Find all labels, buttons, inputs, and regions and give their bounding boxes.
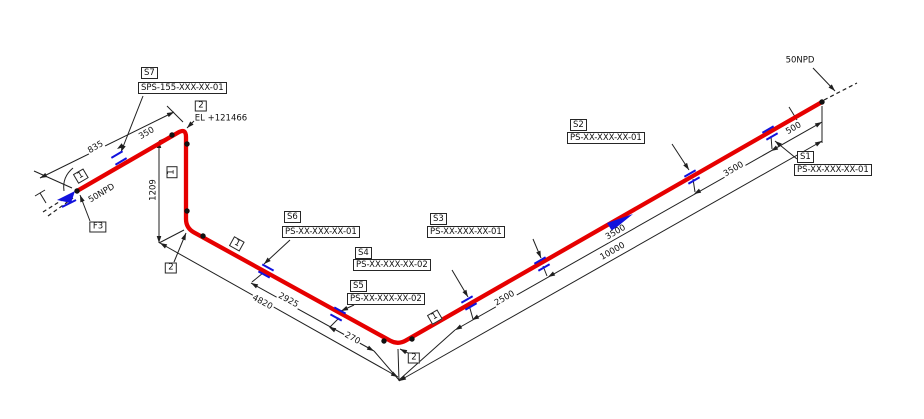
tag-s7-id-box: S7 [141, 67, 158, 79]
pipe-support-icon [329, 313, 343, 322]
pipe-support-icon [261, 263, 275, 272]
tag-s5-code-box: PS-XX-XXX-XX-02 [347, 293, 425, 305]
weld-node-dot [184, 208, 190, 214]
pipe-support-icon [765, 132, 779, 141]
tag-s2-id-box: S2 [570, 119, 587, 131]
tag-s1-id-box: S1 [797, 151, 814, 163]
marker-box-f3: F3 [89, 221, 107, 233]
marker-box-2: 2 [164, 262, 178, 274]
weld-node-dot [381, 338, 387, 344]
tag-s1-code-box: PS-XX-XXX-XX-01 [794, 164, 872, 176]
pipe-size-label: 50NPD [785, 55, 815, 66]
pipe-support-icon [687, 176, 701, 185]
tag-s3-code-box: PS-XX-XXX-XX-01 [427, 226, 505, 238]
tag-s4-code-box: PS-XX-XXX-XX-02 [353, 259, 431, 271]
dimension-value: 1209 [148, 178, 159, 202]
weld-node-dot [169, 132, 175, 138]
tag-s2-code-box: PS-XX-XXX-XX-01 [567, 132, 645, 144]
tag-s4-id-box: S4 [355, 247, 372, 259]
weld-node-dot [819, 99, 825, 105]
weld-node-dot [184, 141, 190, 147]
pipe-support-icon [114, 157, 128, 166]
pipe-support-icon [683, 169, 697, 178]
tag-s6-code-box: PS-XX-XXX-XX-01 [282, 226, 360, 238]
weld-node-dot [200, 233, 206, 239]
marker-box-2: 2 [194, 100, 208, 112]
pipe-support-icon [464, 302, 478, 311]
pipe-support-icon [257, 270, 271, 279]
pipe-support-icon [761, 125, 775, 134]
elevation-label: EL +121466 [194, 113, 248, 124]
tag-s7-code-box: SPS-155-XXX-XX-01 [138, 82, 227, 94]
pipe-support-icon [537, 263, 551, 272]
marker-box-2: 2 [407, 352, 421, 364]
start-connection-icon [57, 191, 75, 203]
tag-s3-id-box: S3 [430, 213, 447, 225]
weld-node-dot [409, 336, 415, 342]
weld-node-dot [74, 188, 80, 194]
pipe-support-icon [333, 306, 347, 315]
pipe-run [74, 99, 825, 345]
pipe-support-icon [110, 150, 124, 159]
pipe-support-icon [533, 256, 547, 265]
tag-s5-id-box: S5 [350, 280, 367, 292]
marker-box-1: 1 [166, 165, 178, 179]
tag-s6-id-box: S6 [284, 211, 301, 223]
pipe-support-icon [460, 295, 474, 304]
